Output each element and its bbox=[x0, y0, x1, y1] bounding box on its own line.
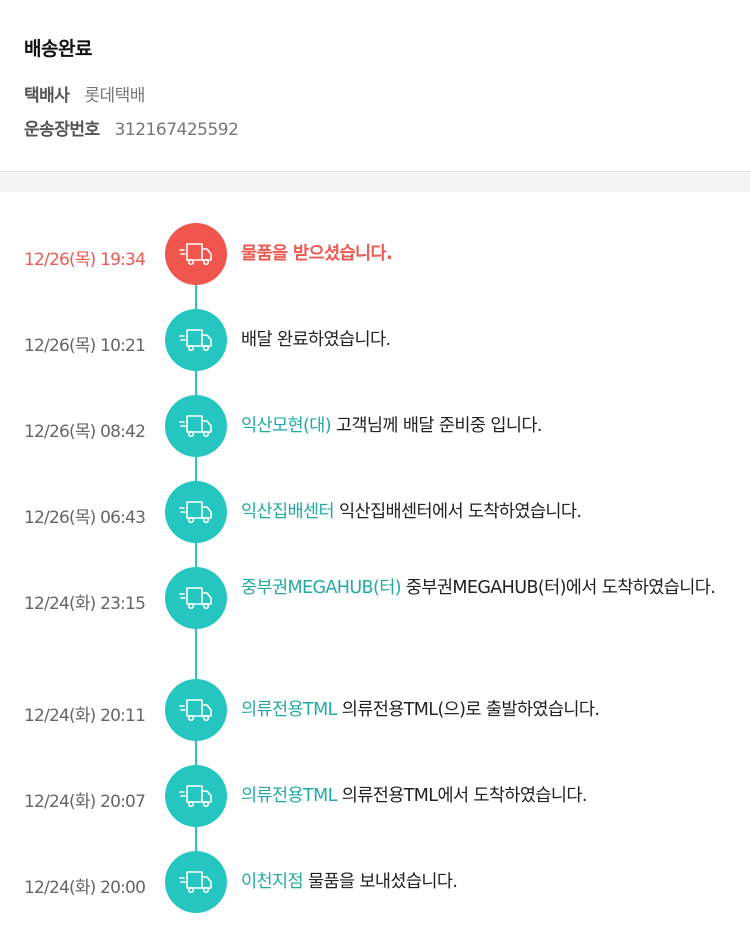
event-message: 중부권MEGAHUB(터) 중부권MEGAHUB(터)에서 도착하였습니다. bbox=[241, 576, 731, 601]
event-location: 이천지점 bbox=[241, 872, 304, 892]
delivery-truck-icon bbox=[165, 395, 227, 457]
event-time: 12/24(화) 23:15 bbox=[24, 594, 146, 614]
section-divider bbox=[0, 172, 750, 192]
event-location: 익산모현(대) bbox=[241, 416, 332, 436]
event-message: 의류전용TML 의류전용TML(으)로 출발하였습니다. bbox=[241, 698, 731, 723]
event-time: 12/26(목) 19:34 bbox=[24, 250, 146, 270]
event-location: 중부권MEGAHUB(터) bbox=[241, 578, 402, 598]
event-time: 12/26(목) 08:42 bbox=[24, 422, 146, 442]
event-message: 의류전용TML 의류전용TML에서 도착하였습니다. bbox=[241, 784, 731, 809]
event-time: 12/26(목) 10:21 bbox=[24, 336, 146, 356]
tracking-timeline: 12/26(목) 19:34 물품을 받으셨습니다. 12/26(목) 10:2… bbox=[0, 192, 750, 948]
delivery-truck-icon bbox=[165, 223, 227, 285]
event-description: 배달 완료하였습니다. bbox=[241, 330, 391, 350]
tracking-number-value: 312167425592 bbox=[114, 120, 239, 140]
event-time: 12/26(목) 06:43 bbox=[24, 508, 146, 528]
delivery-status-title: 배송완료 bbox=[24, 38, 92, 60]
courier-value: 롯데택배 bbox=[84, 86, 145, 106]
event-time: 12/24(화) 20:07 bbox=[24, 792, 146, 812]
event-time: 12/24(화) 20:11 bbox=[24, 706, 146, 726]
delivery-truck-icon bbox=[165, 679, 227, 741]
tracking-number-label: 운송장번호 bbox=[24, 120, 100, 140]
event-location: 의류전용TML bbox=[241, 700, 337, 720]
tracking-number-row: 운송장번호 312167425592 bbox=[24, 115, 239, 140]
event-description: 의류전용TML(으)로 출발하였습니다. bbox=[341, 700, 600, 720]
event-message: 이천지점 물품을 보내셨습니다. bbox=[241, 870, 731, 895]
event-time: 12/24(화) 20:00 bbox=[24, 878, 146, 898]
delivery-truck-icon bbox=[165, 851, 227, 913]
event-message: 물품을 받으셨습니다. bbox=[241, 242, 731, 267]
delivery-summary: 배송완료 택배사 롯데택배 운송장번호 312167425592 bbox=[0, 0, 750, 172]
event-description: 익산집배센터에서 도착하였습니다. bbox=[338, 502, 582, 522]
event-message: 익산모현(대) 고객님께 배달 준비중 입니다. bbox=[241, 414, 731, 439]
delivery-truck-icon bbox=[165, 765, 227, 827]
courier-row: 택배사 롯데택배 bbox=[24, 81, 145, 106]
delivery-truck-icon bbox=[165, 567, 227, 629]
delivery-truck-icon bbox=[165, 309, 227, 371]
event-description: 물품을 보내셨습니다. bbox=[307, 872, 458, 892]
event-description: 중부권MEGAHUB(터)에서 도착하였습니다. bbox=[405, 578, 716, 598]
event-location: 익산집배센터 bbox=[241, 502, 335, 522]
event-description: 의류전용TML에서 도착하였습니다. bbox=[341, 786, 588, 806]
event-message: 익산집배센터 익산집배센터에서 도착하였습니다. bbox=[241, 500, 731, 525]
delivery-truck-icon bbox=[165, 481, 227, 543]
courier-label: 택배사 bbox=[24, 86, 70, 106]
event-location: 의류전용TML bbox=[241, 786, 337, 806]
event-description: 물품을 받으셨습니다. bbox=[241, 244, 393, 264]
event-message: 배달 완료하였습니다. bbox=[241, 328, 731, 353]
event-description: 고객님께 배달 준비중 입니다. bbox=[335, 416, 542, 436]
